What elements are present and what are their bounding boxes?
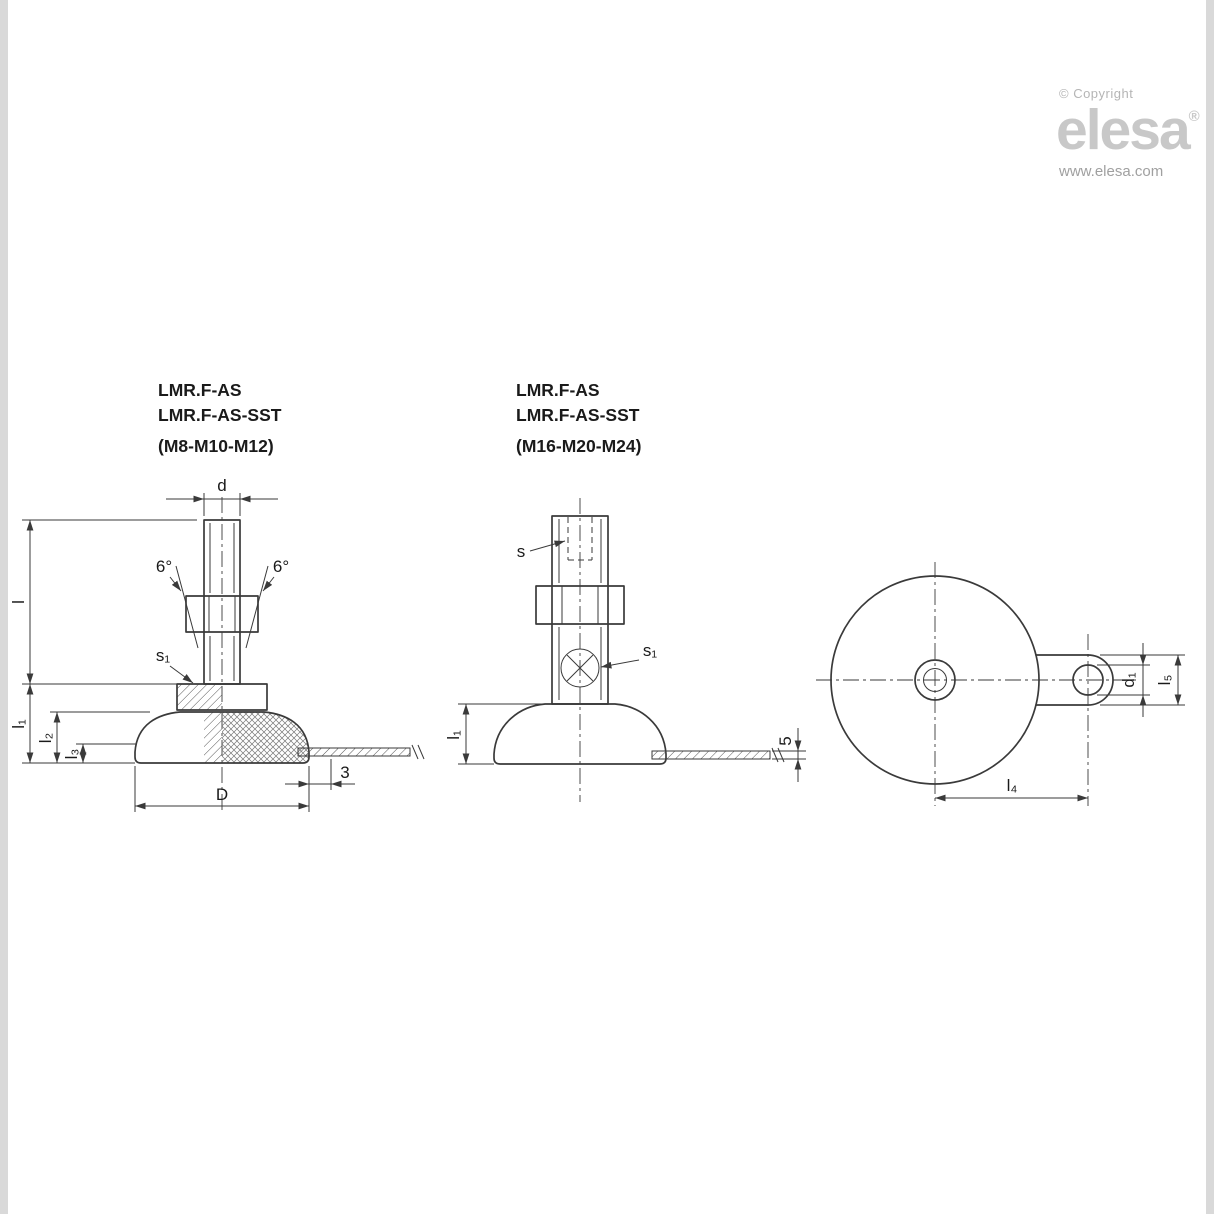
base-outline-circle [830, 575, 1040, 785]
centerlines [816, 562, 1136, 806]
dim-label-5: 5 [776, 736, 795, 745]
dim-label-l5: l₅ [1155, 675, 1174, 686]
dim-label-l2: l₂ [36, 733, 55, 743]
figure1-title-line2: LMR.F-AS-SST [158, 405, 282, 425]
dim-label-l4: l₄ [1007, 776, 1018, 795]
figure1-title-line1: LMR.F-AS [158, 380, 242, 400]
copyright-text: © Copyright [1059, 86, 1134, 101]
s-leader [529, 540, 566, 552]
dim-label-l1: l₁ [9, 719, 28, 729]
left-extension-lines [22, 519, 197, 764]
hex-nut-facets [208, 596, 236, 632]
hex-socket-hidden-lines [567, 517, 593, 561]
figure-middle-large-sizes: LMR.F-AS LMR.F-AS-SST (M16-M20-M24) s s₁ [444, 380, 806, 802]
elesa-logo: elesa® [1056, 98, 1214, 162]
base-textures [204, 712, 309, 763]
l5-extension-lines [1100, 654, 1185, 706]
dim-label-s1: s₁ [156, 646, 171, 665]
washer-section-hatch [177, 684, 222, 710]
l1-extension-lines [458, 703, 545, 765]
dim-label-s1: s₁ [643, 641, 658, 660]
registered-mark-icon: ® [1188, 108, 1200, 125]
brand-block: © Copyright elesa® www.elesa.com [1056, 86, 1214, 180]
strap-break-marks [411, 744, 425, 760]
dim-label-s: s [517, 542, 526, 561]
dim-label-angle-left: 6° [156, 557, 172, 576]
s1-leader [600, 659, 640, 669]
elesa-logo-text: elesa [1056, 98, 1191, 162]
stud-hole-circle [923, 668, 947, 692]
dim-label-l3: l₃ [62, 749, 81, 760]
ball-joint-circle [560, 648, 600, 688]
dim-label-d1: d₁ [1119, 672, 1138, 687]
five-extension-lines [772, 750, 806, 760]
earth-strap [297, 747, 411, 757]
earth-strap [651, 750, 771, 760]
thread-root-lines [558, 519, 602, 700]
figure2-title-line3: (M16-M20-M24) [516, 436, 641, 456]
strap-tab-hole [1072, 664, 1104, 696]
dim-label-angle-right: 6° [273, 557, 289, 576]
angle-leader-left [169, 576, 182, 592]
dim-label-d: d [217, 476, 226, 495]
hex-nut [185, 595, 259, 633]
stud-boss-circle [914, 659, 956, 701]
figure2-title-line2: LMR.F-AS-SST [516, 405, 640, 425]
spherical-washer [176, 683, 268, 711]
dim-label-l: l [9, 600, 28, 604]
website-url: www.elesa.com [1059, 162, 1164, 180]
angle-leader-right [262, 576, 275, 592]
datasheet-page: © Copyright elesa® www.elesa.com LMR.F-A… [8, 0, 1206, 1214]
hex-nut-facets [561, 586, 599, 624]
figure2-title-line1: LMR.F-AS [516, 380, 600, 400]
swivel-angle-lines [175, 565, 269, 649]
dim-label-D: D [216, 785, 228, 804]
figure-right-top-view: d₁ l₅ l₄ [816, 562, 1185, 806]
figure-left-small-sizes: LMR.F-AS LMR.F-AS-SST (M8-M10-M12) 6° 6°… [9, 380, 425, 813]
strap-tab-end-arc [1087, 654, 1114, 706]
figure1-title-line3: (M8-M10-M12) [158, 436, 274, 456]
strap-tab-sides [1035, 654, 1089, 706]
technical-drawing: LMR.F-AS LMR.F-AS-SST (M8-M10-M12) 6° 6°… [9, 380, 1185, 813]
dim-label-3: 3 [340, 763, 349, 782]
thread-root-lines [209, 523, 235, 681]
offset3-extension-lines [309, 759, 332, 790]
ball-joint-cross [566, 654, 594, 682]
dim-label-l1: l₁ [444, 730, 463, 740]
strap-break-marks [771, 747, 785, 763]
s1-leader [169, 665, 194, 684]
hex-nut [535, 585, 625, 625]
